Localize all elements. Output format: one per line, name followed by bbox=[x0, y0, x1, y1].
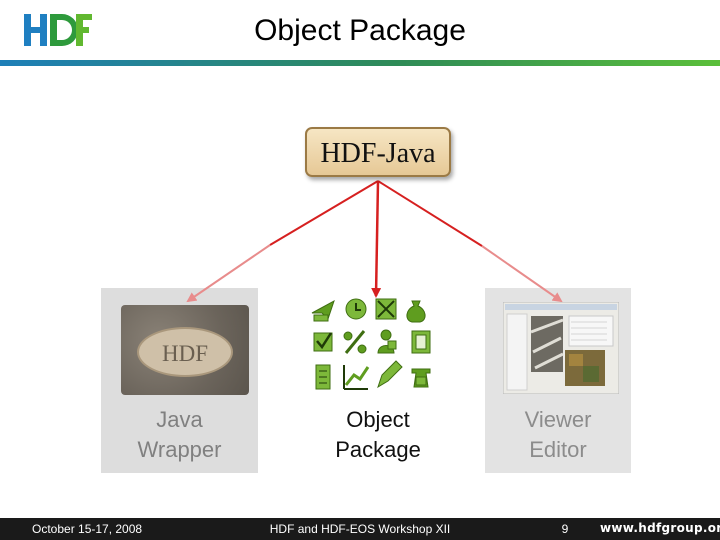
person-icon bbox=[377, 329, 397, 354]
label-line: Package bbox=[335, 437, 421, 462]
paper-plane-icon bbox=[311, 299, 335, 322]
crossed-box-icon bbox=[375, 298, 397, 320]
footer-bar: HDF and HDF-EOS Workshop XII October 15-… bbox=[0, 518, 720, 540]
label-line: Object bbox=[346, 407, 410, 432]
line-chart-icon bbox=[343, 365, 370, 390]
clock-icon bbox=[345, 298, 367, 320]
viewer-screenshot-icon bbox=[503, 302, 619, 394]
checkbox-icon bbox=[313, 332, 333, 352]
slide-title: Object Package bbox=[254, 14, 466, 47]
money-bag-icon bbox=[406, 300, 426, 323]
percent-icon bbox=[343, 330, 367, 354]
arrow-to-viewer-editor bbox=[377, 180, 483, 247]
notepad-icon bbox=[315, 364, 331, 390]
telephone-icon bbox=[411, 368, 431, 388]
pencil-icon bbox=[377, 360, 403, 389]
java-wrapper-label: Java Wrapper bbox=[101, 405, 258, 465]
footer-date: October 15-17, 2008 bbox=[32, 522, 143, 536]
hdf-java-node: HDF-Java bbox=[305, 127, 451, 177]
header-rule bbox=[0, 60, 720, 66]
arrow-to-java-wrapper bbox=[269, 180, 379, 246]
hdf-logo bbox=[24, 14, 92, 46]
footer-event: HDF and HDF-EOS Workshop XII bbox=[269, 522, 451, 536]
book-icon bbox=[411, 330, 431, 354]
label-line: Java bbox=[156, 407, 203, 432]
label-line: Editor bbox=[529, 437, 587, 462]
hdf-oval-label: HDF bbox=[137, 327, 233, 377]
object-package-label: Object Package bbox=[298, 405, 458, 465]
object-package-icon-grid bbox=[311, 298, 431, 390]
footer-website: www.hdfgroup.org bbox=[600, 521, 720, 535]
arrow-to-object-package bbox=[371, 180, 382, 298]
label-line: Viewer bbox=[524, 407, 592, 432]
label-line: Wrapper bbox=[137, 437, 222, 462]
viewer-editor-label: Viewer Editor bbox=[485, 405, 631, 465]
footer-page-number: 9 bbox=[561, 522, 569, 536]
